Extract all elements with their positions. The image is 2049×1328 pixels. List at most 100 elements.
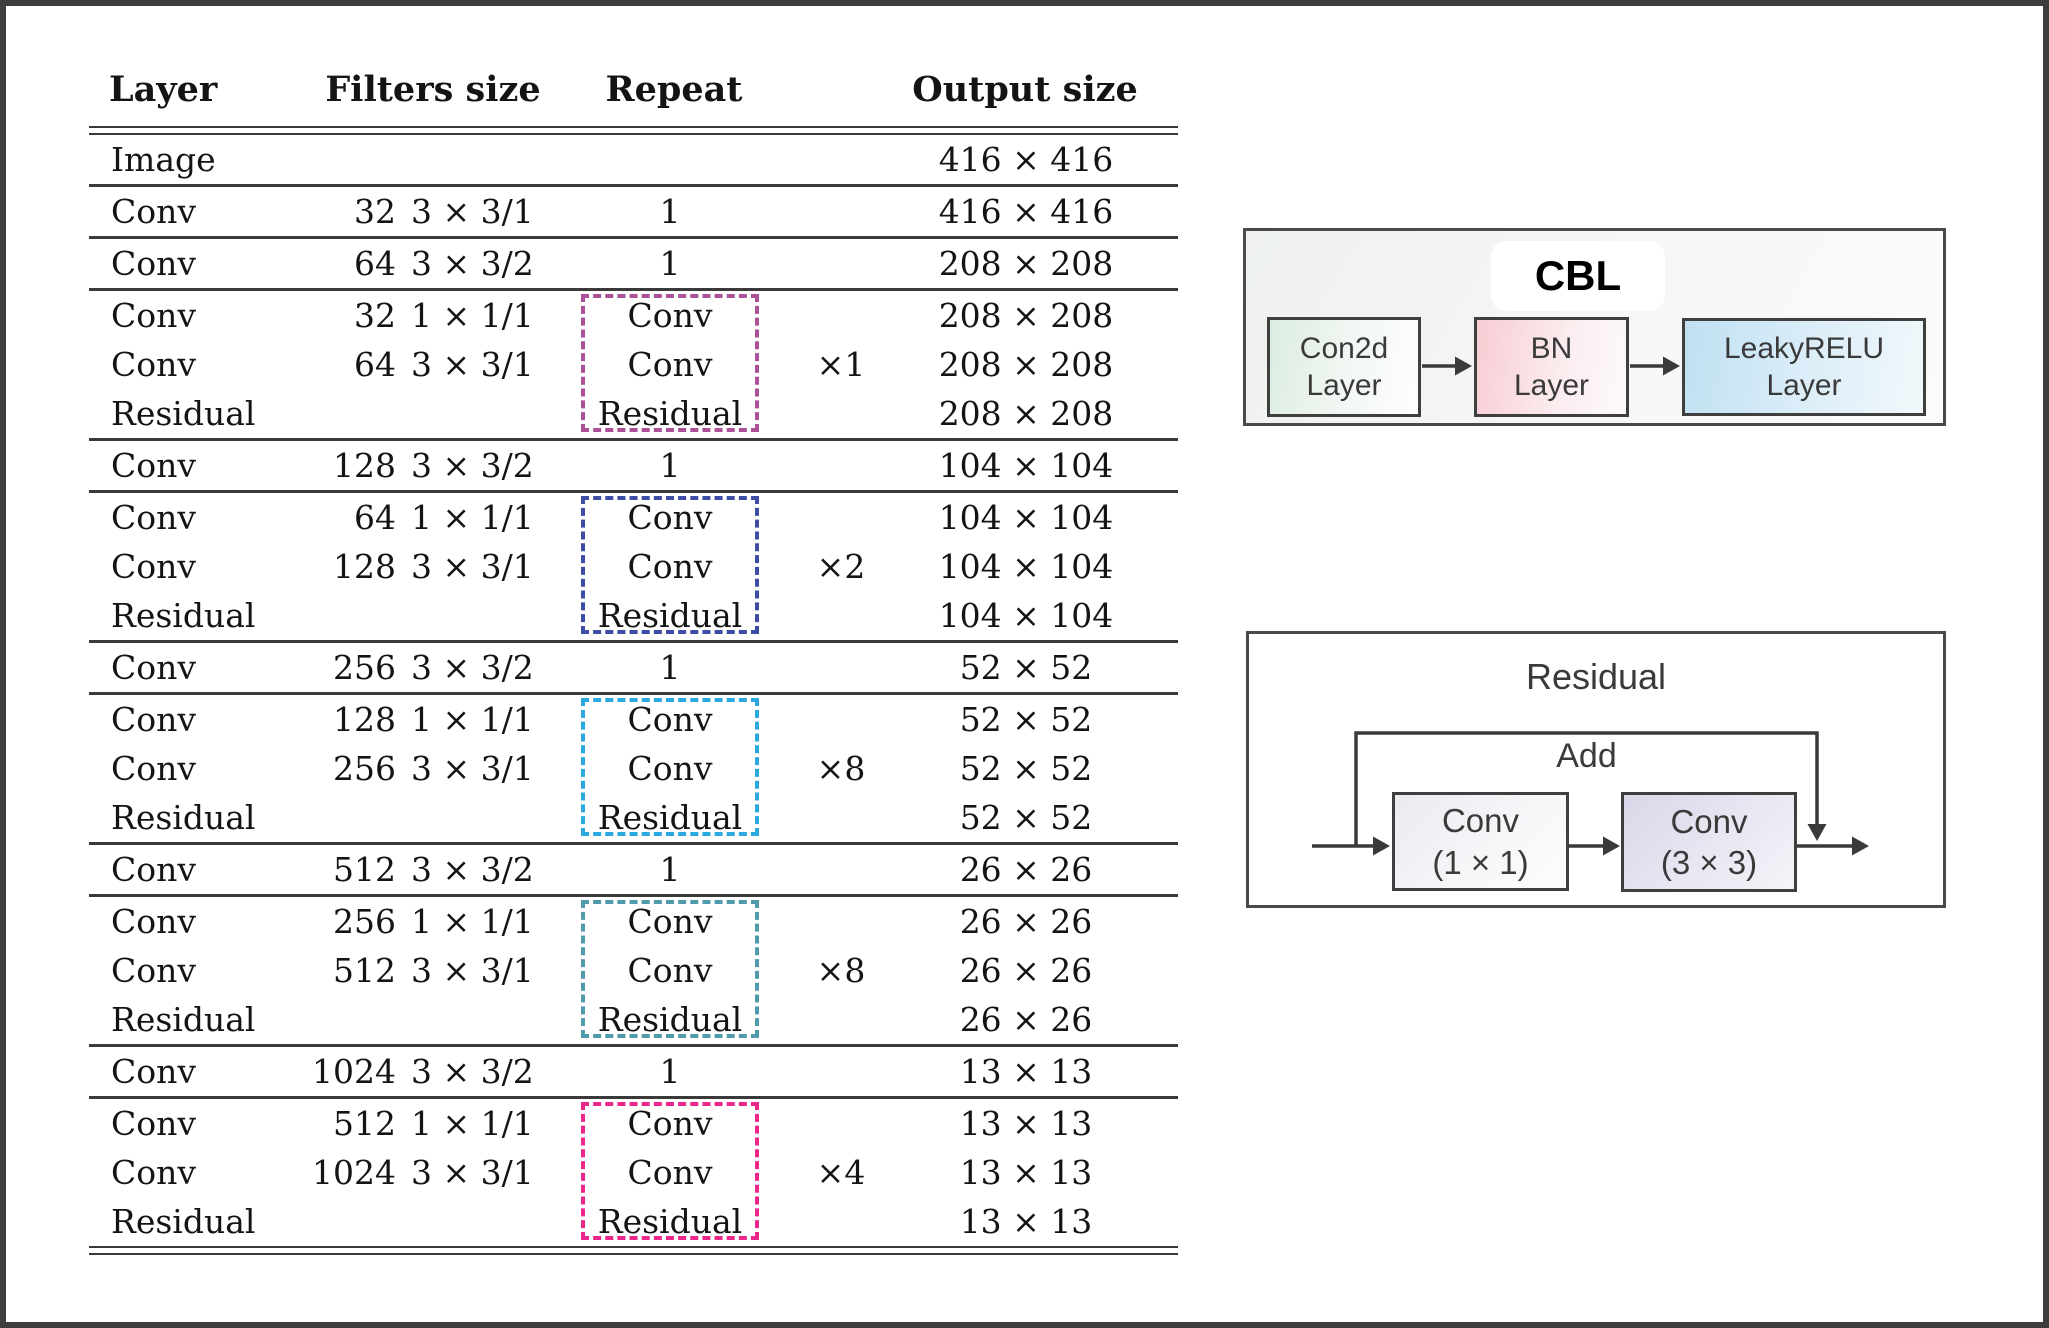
- cell-output-size: 13 × 13: [959, 1202, 1093, 1241]
- cell-kernel-size: 3 × 3/2: [411, 648, 534, 687]
- cell-layer: Residual: [111, 798, 256, 837]
- cell-repeat: Conv: [627, 1104, 713, 1143]
- table-row: Residual Residual 13 × 13: [89, 1197, 1178, 1246]
- repeat-multiplier: ×1: [816, 345, 866, 384]
- cell-filters-count: 512: [333, 1104, 396, 1143]
- leakyrelu-label-line2: Layer: [1766, 369, 1842, 402]
- cbl-diagram-panel: CBL Con2d Layer BN Layer LeakyRELU Layer: [1243, 228, 1946, 426]
- cell-layer: Conv: [111, 951, 197, 990]
- cell-repeat: 1: [659, 244, 681, 283]
- cell-output-size: 13 × 13: [959, 1104, 1093, 1143]
- cell-repeat: 1: [659, 1052, 681, 1091]
- cell-output-size: 52 × 52: [959, 700, 1093, 739]
- cell-repeat: Conv: [627, 902, 713, 941]
- cell-kernel-size: 1 × 1/1: [411, 1104, 534, 1143]
- con2d-label-line2: Layer: [1306, 369, 1382, 402]
- cell-layer: Residual: [111, 1202, 256, 1241]
- cell-output-size: 208 × 208: [938, 244, 1114, 283]
- cell-filters-count: 1024: [312, 1052, 396, 1091]
- cell-repeat: 1: [659, 446, 681, 485]
- cell-kernel-size: 1 × 1/1: [411, 902, 534, 941]
- cell-layer: Conv: [111, 648, 197, 687]
- cell-filters-count: 128: [333, 446, 396, 485]
- repeat-multiplier: ×8: [816, 749, 866, 788]
- cell-output-size: 26 × 26: [959, 951, 1093, 990]
- cell-layer: Conv: [111, 700, 197, 739]
- repeat-multiplier: ×4: [816, 1153, 866, 1192]
- conv-3x3-box: Conv (3 × 3): [1621, 792, 1797, 892]
- cell-kernel-size: 3 × 3/1: [411, 1153, 534, 1192]
- header-repeat: Repeat: [605, 69, 743, 110]
- conv-3x3-line1: Conv: [1670, 802, 1748, 840]
- cell-layer: Conv: [111, 446, 197, 485]
- bn-label-line2: Layer: [1513, 369, 1590, 402]
- cell-layer: Conv: [111, 850, 197, 889]
- con2d-label-line1: Con2d: [1299, 331, 1389, 365]
- add-label: Add: [1556, 737, 1617, 775]
- cell-repeat: Conv: [627, 700, 713, 739]
- cell-repeat: Conv: [627, 547, 713, 586]
- cell-kernel-size: 3 × 3/1: [411, 951, 534, 990]
- cell-layer: Conv: [111, 1052, 197, 1091]
- con2d-layer-box: Con2d Layer: [1267, 317, 1421, 417]
- cell-output-size: 104 × 104: [938, 446, 1114, 485]
- cell-filters-count: 32: [354, 296, 396, 335]
- conv-1x1-line1: Conv: [1441, 802, 1520, 840]
- cell-output-size: 208 × 208: [938, 345, 1114, 384]
- cell-layer: Residual: [111, 394, 256, 433]
- cell-kernel-size: 3 × 3/1: [411, 749, 534, 788]
- conv-3x3-line2: (3 × 3): [1660, 844, 1758, 881]
- residual-title: Residual: [1525, 656, 1667, 697]
- cell-layer: Conv: [111, 547, 197, 586]
- header-filters-size: Filters size: [325, 69, 541, 110]
- cell-repeat: Residual: [597, 1202, 743, 1241]
- cell-filters-count: 1024: [312, 1153, 396, 1192]
- cell-filters-count: 256: [333, 648, 396, 687]
- conv-1x1-line2: (1 × 1): [1432, 843, 1529, 881]
- cell-kernel-size: 1 × 1/1: [411, 700, 534, 739]
- cell-filters-count: 32: [354, 192, 396, 231]
- residual-arrows: [1312, 731, 1869, 856]
- cell-repeat: 1: [659, 648, 681, 687]
- cell-kernel-size: 1 × 1/1: [411, 498, 534, 537]
- cell-output-size: 416 × 416: [938, 192, 1114, 231]
- cell-output-size: 104 × 104: [938, 498, 1114, 537]
- bottom-double-rule: [89, 1246, 1178, 1255]
- cell-output-size: 13 × 13: [959, 1153, 1093, 1192]
- cell-kernel-size: 3 × 3/1: [411, 192, 534, 231]
- cell-filters-count: 64: [354, 345, 396, 384]
- header-output-size: Output size: [912, 69, 1138, 110]
- cell-filters-count: 64: [354, 244, 396, 283]
- cell-filters-count: 256: [333, 749, 396, 788]
- cell-kernel-size: 3 × 3/2: [411, 1052, 534, 1091]
- residual-diagram-panel: Residual Add Conv (1 × 1) Conv (3 × 3): [1246, 631, 1946, 908]
- cell-output-size: 104 × 104: [938, 547, 1114, 586]
- cbl-title-badge: CBL: [1491, 241, 1665, 311]
- cell-repeat: Residual: [597, 596, 743, 635]
- cell-output-size: 52 × 52: [959, 749, 1093, 788]
